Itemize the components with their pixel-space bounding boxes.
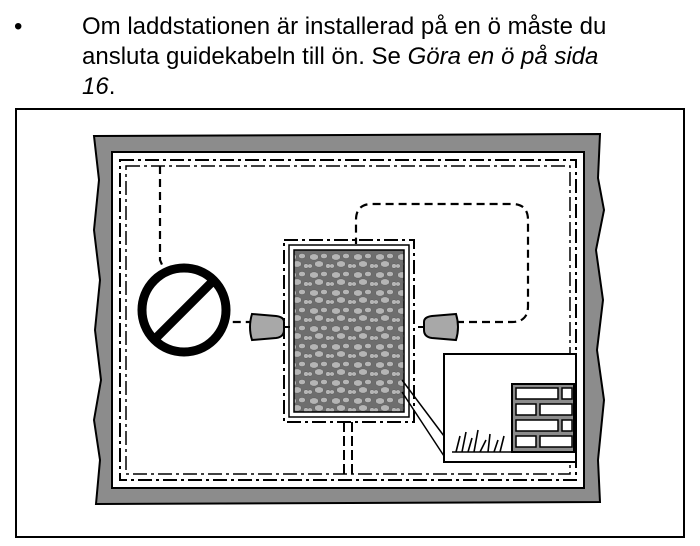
island-connection-wire (343, 422, 353, 476)
instruction-link-text: Göra en ö på sida (407, 43, 599, 70)
instruction-paragraph: Om laddstationen är installerad på en ö … (82, 12, 682, 102)
charging-station-icon (249, 312, 290, 342)
boundary-wire-inner (125, 165, 571, 475)
guide-wire-right-loop (354, 202, 530, 324)
figure-frame (15, 108, 685, 538)
instruction-line-1: Om laddstationen är installerad på en ö … (82, 13, 607, 40)
boundary-wire (119, 159, 577, 481)
instruction-page-number: 16 (82, 73, 109, 100)
instruction-line-2: ansluta guidekabeln till ön. Se (82, 43, 408, 70)
island (283, 239, 415, 423)
grass-icon (452, 429, 512, 453)
instruction-period: . (108, 73, 116, 100)
guide-wire-left (158, 166, 252, 324)
charging-station-icon-right (418, 312, 459, 342)
bullet-marker: • (14, 13, 23, 40)
no-entry-icon (137, 263, 231, 357)
wall-bricks-icon (511, 383, 575, 453)
